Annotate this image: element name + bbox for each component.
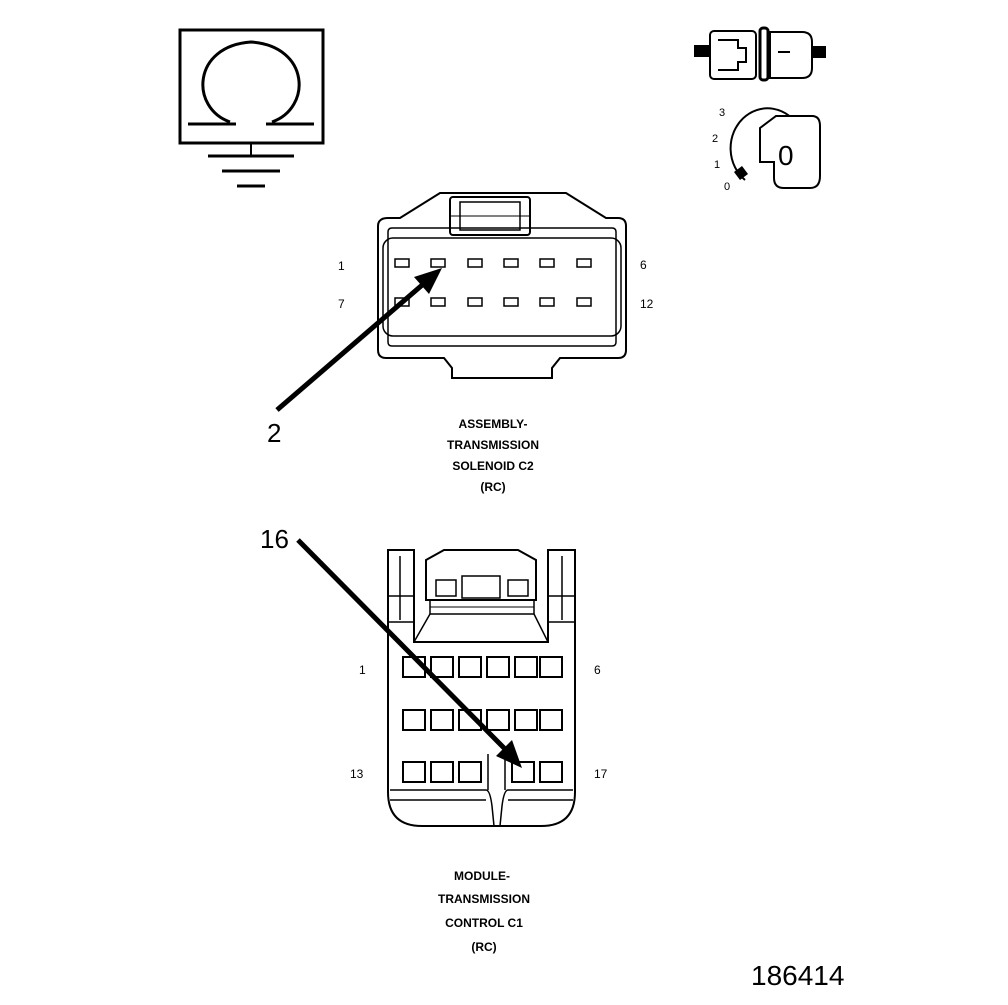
connector-c1-caption: MODULE- TRANSMISSION CONTROL C1 (RC) bbox=[438, 869, 530, 954]
connector-c2-caption-line-4: (RC) bbox=[480, 480, 505, 494]
inline-connector-icon bbox=[694, 26, 826, 82]
connector-c1-pin-label-17: 17 bbox=[594, 767, 608, 781]
connector-c2-pin-11 bbox=[539, 297, 555, 307]
connector-c1-pin-14 bbox=[430, 761, 454, 783]
connector-c1-caption-line-1: MODULE- bbox=[454, 869, 510, 883]
connector-c1-pin-6 bbox=[539, 656, 563, 678]
connector-c1-pin-16 bbox=[511, 761, 535, 783]
connector-c1-pin-7 bbox=[402, 709, 426, 731]
connector-c2-pin-5 bbox=[539, 258, 555, 268]
connector-c1-latch bbox=[425, 549, 537, 601]
connector-c1-pin-4 bbox=[486, 656, 510, 678]
connector-c2-pin-3 bbox=[467, 258, 483, 268]
ignition-key-icon: 3 2 1 0 0 bbox=[712, 107, 821, 193]
connector-c1-pin-13 bbox=[402, 761, 426, 783]
connector-c1-caption-line-4: (RC) bbox=[471, 940, 496, 954]
ignition-key-value: 0 bbox=[778, 140, 794, 171]
connector-c2-pin-label-1: 1 bbox=[338, 259, 345, 273]
connector-c1-pin-label-13: 13 bbox=[350, 767, 364, 781]
connector-c2-pin-4 bbox=[503, 258, 519, 268]
connector-c1-pin-5 bbox=[514, 656, 538, 678]
ignition-position-0: 0 bbox=[724, 181, 730, 193]
connector-c1-caption-line-2: TRANSMISSION bbox=[438, 892, 530, 906]
connector-c2-pin-12 bbox=[576, 297, 592, 307]
connector-c2-callout-number: 2 bbox=[267, 418, 281, 448]
ignition-position-3: 3 bbox=[719, 107, 725, 119]
connector-c2-pin-10 bbox=[503, 297, 519, 307]
connector-c1-caption-line-3: CONTROL C1 bbox=[445, 916, 523, 930]
connector-c2-pin-8 bbox=[430, 297, 446, 307]
connector-c2-pin-9 bbox=[467, 297, 483, 307]
ignition-position-2: 2 bbox=[712, 133, 718, 145]
connector-c1-pin-10 bbox=[486, 709, 510, 731]
connector-c1-pin-8 bbox=[430, 709, 454, 731]
connector-c1-pin-9 bbox=[458, 709, 482, 731]
connector-c2-pin-label-6: 6 bbox=[640, 258, 647, 272]
ohmmeter-ground-icon bbox=[178, 28, 325, 188]
connector-c2: 1 6 7 12 bbox=[338, 192, 654, 379]
connector-c1-pin-label-1: 1 bbox=[359, 663, 366, 677]
connector-c1-pin-label-6: 6 bbox=[594, 663, 601, 677]
connector-c1-housing bbox=[387, 549, 576, 827]
connector-c1-pin-15 bbox=[458, 761, 482, 783]
connector-c1-pin-12 bbox=[539, 709, 563, 731]
figure-id: 186414 bbox=[751, 960, 844, 991]
connector-c1-pin-3 bbox=[458, 656, 482, 678]
connector-c1-pin-cavities bbox=[402, 656, 563, 783]
connector-c1-pin-11 bbox=[514, 709, 538, 731]
connector-c2-housing bbox=[377, 192, 627, 379]
connector-c2-caption-line-1: ASSEMBLY- bbox=[459, 417, 528, 431]
connector-c2-pin-cavities bbox=[394, 258, 592, 307]
connector-c1: 1 6 13 17 bbox=[350, 549, 608, 827]
connector-c2-pin-1 bbox=[394, 258, 410, 268]
connector-c2-caption: ASSEMBLY- TRANSMISSION SOLENOID C2 (RC) bbox=[447, 417, 539, 494]
connector-c2-caption-line-2: TRANSMISSION bbox=[447, 438, 539, 452]
connector-c1-callout-number: 16 bbox=[260, 524, 289, 554]
connector-c2-pin-label-7: 7 bbox=[338, 297, 345, 311]
connector-c1-pin-2 bbox=[430, 656, 454, 678]
connector-c2-pin-2 bbox=[430, 258, 446, 268]
connector-c2-pin-6 bbox=[576, 258, 592, 268]
connector-c2-pin-label-12: 12 bbox=[640, 297, 654, 311]
connector-c1-callout: 16 bbox=[260, 524, 522, 768]
connector-c2-callout: 2 bbox=[267, 268, 442, 448]
connector-c2-caption-line-3: SOLENOID C2 bbox=[452, 459, 534, 473]
connector-c1-pin-17 bbox=[539, 761, 563, 783]
ignition-position-1: 1 bbox=[714, 159, 720, 171]
